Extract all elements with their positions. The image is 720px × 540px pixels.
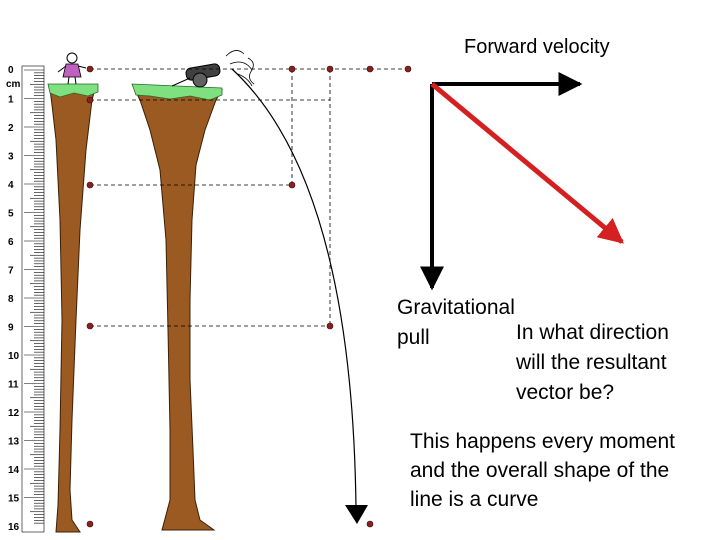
- caption-text: This happens every moment and the overal…: [410, 427, 675, 514]
- caption-line: and the overall shape of the: [410, 456, 675, 485]
- ruler-unit-label: cm: [6, 79, 21, 90]
- ruler-number: 11: [8, 380, 19, 391]
- ruler-number: 4: [8, 180, 14, 191]
- ruler-number: 8: [8, 294, 14, 305]
- caption-line: This happens every moment: [410, 427, 675, 456]
- right-cliff: [134, 88, 222, 530]
- ruler-number: 15: [8, 494, 20, 505]
- question-line: In what direction: [516, 318, 669, 348]
- cannonball-icon: [405, 66, 411, 72]
- cannonball-icon: [87, 323, 93, 329]
- cannonball-icon: [367, 66, 373, 72]
- cannonball-icon: [87, 521, 93, 527]
- ruler-number: 10: [8, 351, 20, 362]
- question-line: will the resultant: [516, 348, 669, 378]
- cannonball-icon: [289, 66, 295, 72]
- ruler-ticks: [24, 70, 44, 523]
- question-line: vector be?: [516, 378, 669, 408]
- ruler-number: 3: [8, 152, 14, 163]
- pull-label-line: pull: [397, 323, 515, 353]
- ruler-number: 0: [8, 65, 14, 76]
- cannonball-icon: [87, 97, 93, 103]
- cannonballs: [87, 66, 411, 527]
- ruler-number: 6: [8, 237, 14, 248]
- cannonball-icon: [87, 182, 93, 188]
- girl-figure-icon: [58, 53, 86, 84]
- cannonball-icon: [327, 66, 333, 72]
- forward-velocity-label: Forward velocity: [464, 36, 610, 59]
- left-cliff: [50, 89, 95, 532]
- cannonball-icon: [327, 323, 333, 329]
- resultant-question: In what direction will the resultant vec…: [516, 318, 669, 408]
- ruler-number: 2: [8, 123, 14, 134]
- ruler-number: 16: [8, 522, 20, 533]
- gravitational-label-line: Gravitational: [397, 293, 515, 323]
- ruler-number: 7: [8, 266, 14, 277]
- gravitational-pull-label: Gravitational pull: [397, 293, 515, 353]
- ruler-number: 1: [8, 95, 14, 106]
- cannonball-icon: [87, 66, 93, 72]
- trajectory-curve: [232, 69, 356, 508]
- ruler-number: 14: [8, 465, 20, 476]
- cannonball-icon: [367, 521, 373, 527]
- ruler-number: 5: [8, 209, 14, 220]
- ruler-number: 13: [8, 437, 20, 448]
- horizontal-guides: [90, 69, 410, 326]
- ruler-number: 12: [8, 408, 20, 419]
- caption-line: line is a curve: [410, 485, 675, 514]
- resultant-vector-arrow: [432, 84, 622, 242]
- trajectory-arrowhead: [345, 505, 368, 524]
- ruler-number: 9: [8, 323, 14, 334]
- cannonball-icon: [289, 182, 295, 188]
